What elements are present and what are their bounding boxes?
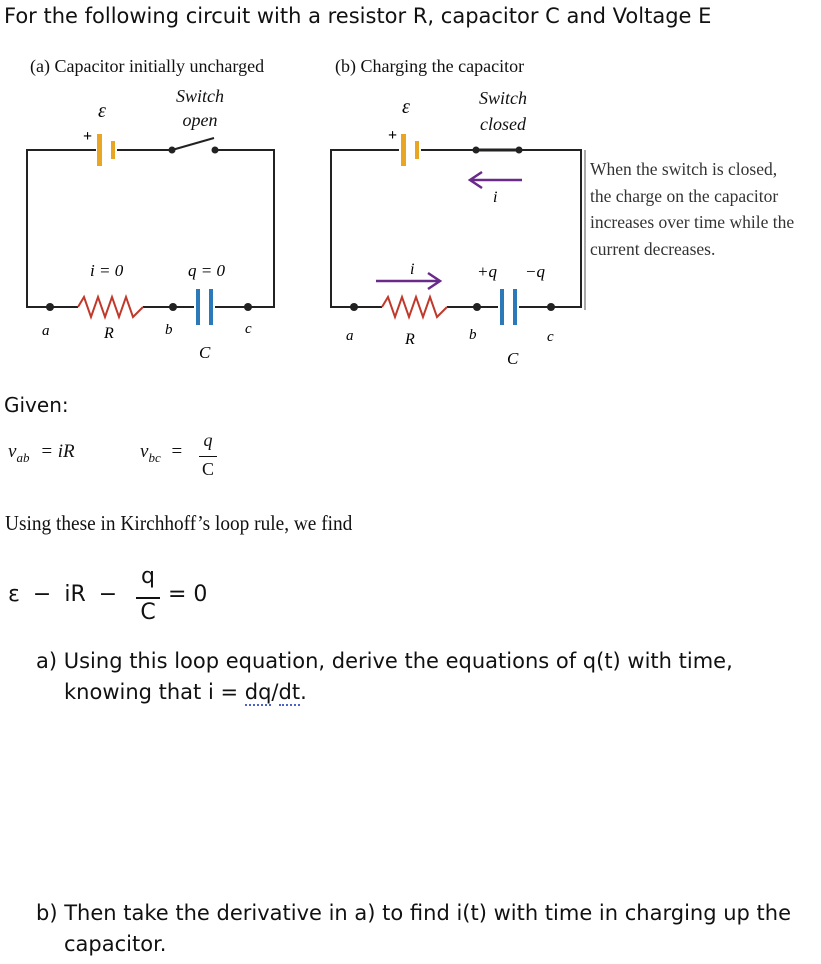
node-c-label: c xyxy=(245,321,252,337)
loop-emf: ε xyxy=(8,582,20,607)
loop-rhs: = 0 xyxy=(168,582,208,607)
switch-b-right xyxy=(515,146,523,154)
vbc-subscript: bc xyxy=(148,449,161,465)
slash: / xyxy=(271,680,279,704)
kirchhoff-text: Using these in Kirchhoff’s loop rule, we… xyxy=(5,511,353,535)
switch-open-label-1: Switch xyxy=(176,86,224,106)
loop-denominator: C xyxy=(140,600,156,625)
switch-closed-label-1: Switch xyxy=(479,88,527,108)
battery-a-long xyxy=(97,134,102,166)
switch-open-label-2: open xyxy=(182,110,218,130)
capacitor-a-plate1 xyxy=(196,289,200,325)
vbc-equals: = xyxy=(171,441,183,462)
switch-a-pivot xyxy=(168,146,176,154)
vab-symbol: v xyxy=(8,441,17,462)
vab-rhs: = iR xyxy=(40,441,75,462)
vbc-numerator: q xyxy=(203,430,213,450)
question-a-line2: knowing that i = dq/dt. xyxy=(64,677,307,708)
question-b-text: b) Then take the derivative in a) to fin… xyxy=(36,901,791,956)
loop-minus-1: − xyxy=(32,582,52,607)
loop-minus-2: − xyxy=(98,582,118,607)
circuit-a xyxy=(26,137,275,321)
node-c-dot xyxy=(244,303,252,311)
switch-note: When the switch is closed, the charge on… xyxy=(590,159,795,259)
plus-b: + xyxy=(388,127,397,144)
loop-iR: iR xyxy=(64,582,86,607)
node-b-label: b xyxy=(165,322,173,338)
node-a-dot xyxy=(46,303,54,311)
node-b-a-label: a xyxy=(346,328,354,344)
battery-b-short xyxy=(415,141,419,159)
i-label-a: i = 0 xyxy=(90,261,124,280)
current-arrow-bottom xyxy=(376,271,443,291)
node-a-label: a xyxy=(42,323,50,339)
battery-a-short xyxy=(111,141,115,159)
R-label-b: R xyxy=(404,331,415,348)
i-bottom-label: i xyxy=(410,261,414,278)
vab-subscript: ab xyxy=(16,449,30,465)
node-b-c-label: c xyxy=(547,329,554,345)
vbc-fraction-bar xyxy=(199,456,217,457)
current-arrow-top xyxy=(467,170,522,190)
question-title: For the following circuit with a resisto… xyxy=(4,4,712,28)
question-a-line1: a) Using this loop equation, derive the … xyxy=(36,649,733,673)
capacitor-a-plate2 xyxy=(209,289,213,325)
panel-b-label: (b) Charging the capacitor xyxy=(335,56,525,76)
capacitor-b-plate2 xyxy=(513,289,517,325)
dq-term: dq xyxy=(244,680,272,706)
resistor-b xyxy=(381,293,448,321)
battery-b-long xyxy=(401,134,406,166)
question-b: b) Then take the derivative in a) to fin… xyxy=(36,898,821,960)
vbc-equation: vbc = xyxy=(140,441,182,466)
node-b-dot xyxy=(169,303,177,311)
switch-closed-label-2: closed xyxy=(480,114,526,134)
loop-numerator: q xyxy=(141,564,155,589)
vbc-denominator: C xyxy=(201,459,214,479)
capacitor-b-plate1 xyxy=(500,289,504,325)
vab-equation: vab = iR xyxy=(8,441,75,466)
switch-a-contact xyxy=(211,146,219,154)
node-b-a-dot xyxy=(350,303,358,311)
q-label-a: q = 0 xyxy=(188,261,225,280)
loop-equation-left: ε − iR − xyxy=(8,582,117,607)
circuit-b xyxy=(330,148,582,321)
minus-q-label: −q xyxy=(525,262,545,281)
switch-b-left xyxy=(472,146,480,154)
loop-fraction-bar xyxy=(136,597,160,599)
C-label-a: C xyxy=(199,343,211,362)
plus-a: + xyxy=(83,128,92,145)
circuit-diagram: ε + i = 0 q = 0 a R b c C ε + i i +q −q … xyxy=(26,96,586,368)
dt-term: dt xyxy=(278,680,301,706)
C-label-b: C xyxy=(507,349,519,368)
question-a-line2-text: knowing that i = xyxy=(64,680,245,704)
R-label-a: R xyxy=(103,325,114,342)
node-b-b-dot xyxy=(473,303,481,311)
panel-a-label: (a) Capacitor initially uncharged xyxy=(30,56,265,76)
emf-b: ε xyxy=(402,96,410,118)
node-b-c-dot xyxy=(547,303,555,311)
plus-q-label: +q xyxy=(477,262,497,281)
period: . xyxy=(300,680,307,704)
resistor-a xyxy=(77,293,144,321)
emf-a: ε xyxy=(98,100,106,122)
node-b-b-label: b xyxy=(469,327,477,343)
given-heading: Given: xyxy=(4,393,69,417)
i-top-label: i xyxy=(493,189,497,206)
vbc-symbol: v xyxy=(140,441,149,462)
